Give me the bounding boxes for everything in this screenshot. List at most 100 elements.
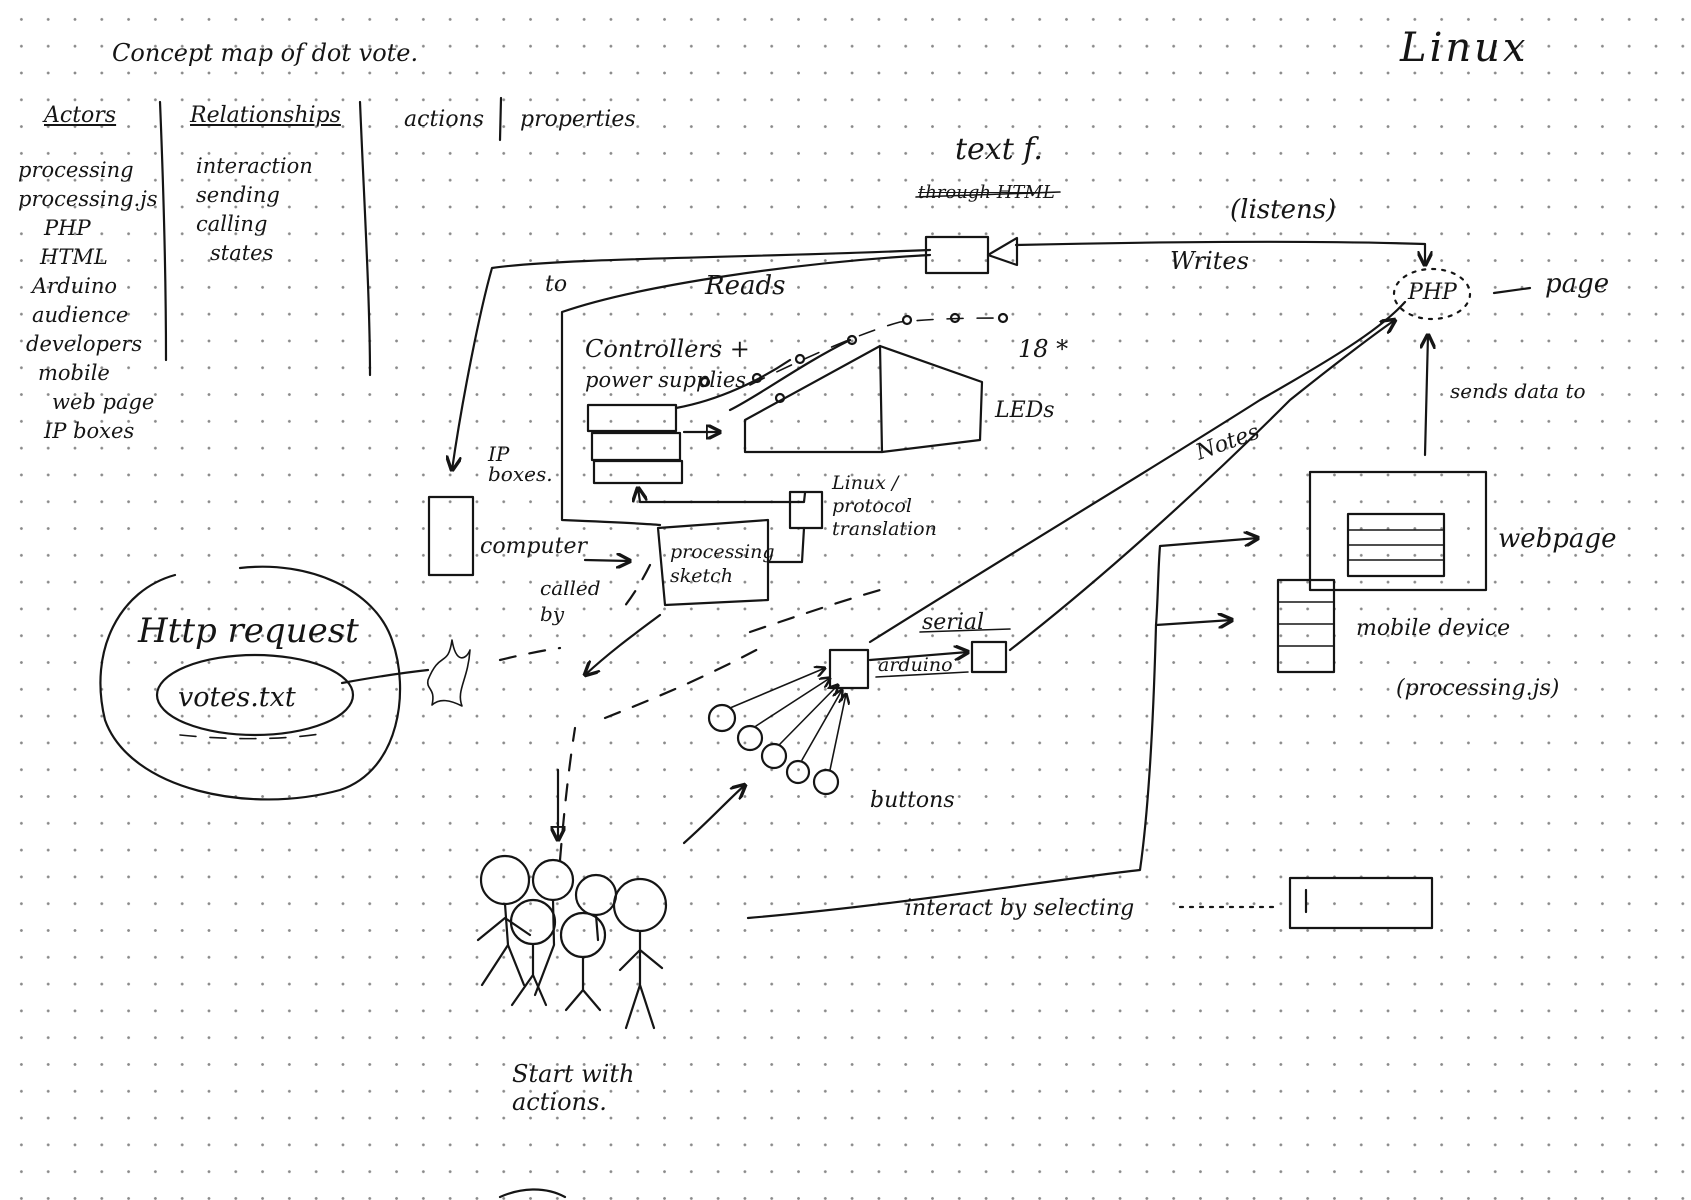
relationships-heading: Relationships [190, 103, 341, 128]
relationship-item: calling [196, 212, 268, 236]
power-supplies-label: power supplies [585, 368, 747, 392]
selection-box [1288, 876, 1434, 930]
led-dot-7 [699, 376, 711, 388]
notes-line-2 [1008, 320, 1395, 652]
relationship-item: sending [196, 183, 280, 207]
led-dot-4 [901, 314, 913, 326]
actor-item: Arduino [32, 274, 118, 298]
audience-dash-a [558, 726, 577, 862]
led-dot-2 [794, 353, 806, 365]
php-label: PHP [1408, 280, 1457, 305]
through-html-strikeout [915, 191, 1061, 198]
relationships-list: interaction sending calling states [196, 152, 313, 268]
webpage-label: webpage [1498, 524, 1617, 554]
audience-group [476, 854, 668, 1030]
linux-protocol-label: Linux / protocol translation [832, 472, 937, 540]
php-ellipse [1392, 267, 1472, 321]
reads-arrow [452, 248, 932, 470]
called-by-arrow [585, 613, 662, 675]
http-request-label: Http request [138, 611, 359, 651]
arduino-box [828, 648, 870, 690]
actor-item: IP boxes [44, 419, 135, 443]
controllers-label: Controllers + [585, 335, 750, 363]
led-dot-6 [997, 312, 1009, 324]
leds-label: LEDs [995, 398, 1055, 423]
button-1 [707, 703, 737, 733]
relationships-separator [358, 100, 372, 377]
writes-arrow [1014, 240, 1425, 265]
page-edge-smudge [498, 1188, 567, 1199]
votes-txt-ellipse [155, 653, 355, 737]
led-dot-3 [846, 334, 858, 346]
led-dot-1 [751, 372, 763, 384]
actor-item: developers [26, 332, 143, 356]
led-panel [743, 344, 984, 454]
computer-label: computer [480, 534, 588, 559]
ip-boxes-label: IP boxes. [488, 442, 553, 486]
interact-path [746, 620, 1232, 920]
mobile-device-label: mobile device [1356, 616, 1511, 641]
page-label: page [1545, 269, 1610, 299]
actor-item: HTML [40, 245, 108, 269]
led-count-label: 18 * [1018, 335, 1069, 363]
serial-box [970, 640, 1008, 674]
arduino-label: arduino [878, 654, 953, 676]
text-file-bowtie [986, 236, 1019, 267]
button-wire-1 [729, 668, 825, 709]
php-page-link [1492, 286, 1532, 295]
webpage-frame [1308, 470, 1488, 592]
text-file-box [924, 235, 990, 275]
button-wire-2 [755, 678, 830, 727]
button-3 [760, 742, 788, 770]
buttons-label: buttons [870, 788, 955, 813]
button-5 [812, 768, 840, 796]
page-title: Concept map of dot vote. [112, 39, 419, 67]
reads-label: Reads [705, 271, 786, 301]
button-4 [785, 759, 811, 785]
reads-branch [560, 253, 932, 527]
led-chain-dashes [749, 317, 1006, 386]
relationship-item: states [210, 241, 274, 265]
actor-item: PHP [44, 216, 91, 240]
through-html-label: through HTML [918, 182, 1055, 203]
processing-sketch-label: processing sketch [670, 541, 775, 587]
http-to-sketch-dash [498, 646, 562, 662]
votes-underline [179, 733, 321, 740]
linux-to-controller [638, 488, 807, 504]
actor-item: mobile [38, 361, 110, 385]
relationship-item: interaction [196, 154, 313, 178]
linux-box [788, 490, 824, 530]
actors-heading: Actors [44, 103, 117, 128]
actor-item: processing.js [18, 187, 158, 211]
to-label: to [545, 272, 568, 297]
button-wire-5 [829, 694, 846, 771]
interact-by-selecting-label: interact by selecting [905, 896, 1135, 921]
actors-separator [158, 100, 168, 362]
called-by-dash [618, 563, 652, 614]
votes-file-label: votes.txt [178, 682, 296, 713]
properties-heading: properties [520, 107, 636, 132]
processing-js-label: (processing.js) [1396, 676, 1560, 701]
arduino-serial-link [868, 652, 968, 662]
actions-heading: actions [404, 107, 485, 132]
actor-item: processing [18, 158, 134, 182]
controller-box-3 [592, 459, 684, 485]
button-wire-3 [779, 685, 838, 745]
text-file-label: text f. [955, 132, 1043, 167]
serial-label: serial [922, 610, 985, 635]
actor-item: audience [32, 303, 129, 327]
actor-item: web page [52, 390, 155, 414]
start-with-actions-label: Start with actions. [512, 1060, 635, 1116]
corner-label: Linux [1400, 25, 1529, 71]
sketch-to-linux [766, 526, 806, 564]
led-panel-divider [878, 344, 884, 454]
interact-branch [1154, 538, 1258, 627]
arduino-label-underline [875, 671, 969, 678]
sends-data-to-label: sends data to [1450, 379, 1586, 403]
audience-dash-c [748, 588, 882, 634]
listens-label: (listens) [1230, 195, 1337, 225]
controller-box-2 [590, 431, 682, 462]
writes-label: Writes [1170, 247, 1249, 275]
